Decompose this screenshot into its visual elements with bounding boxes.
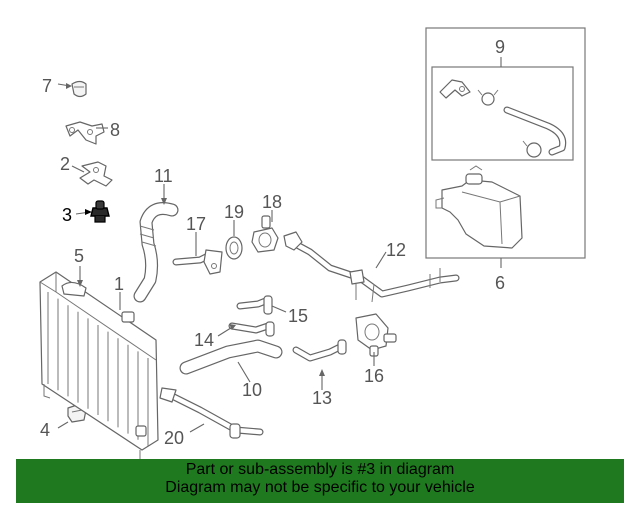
reservoir-kit-group [425, 27, 586, 268]
banner-line-2: Diagram may not be specific to your vehi… [165, 479, 475, 496]
part-18-thermostat [251, 215, 279, 253]
part-19-gasket [225, 236, 243, 260]
callout-1: 1 [114, 274, 124, 294]
info-banner: Part or sub-assembly is #3 in diagram Di… [16, 459, 624, 503]
part-20-pipe [159, 387, 264, 439]
part-10-lower-hose [179, 339, 283, 375]
part-1-radiator [39, 271, 159, 460]
callout-13: 13 [312, 388, 332, 408]
callout-9: 9 [495, 37, 505, 57]
callout-20: 20 [164, 428, 184, 448]
part-8-bracket [65, 121, 105, 145]
banner-line-1: Part or sub-assembly is #3 in diagram [185, 461, 455, 478]
callout-8: 8 [110, 120, 120, 140]
part-2-bracket [79, 161, 113, 187]
part-13-hose [292, 339, 347, 362]
callout-2: 2 [60, 154, 70, 174]
part-16-housing [355, 313, 397, 357]
callout-17: 17 [186, 214, 206, 234]
callout-11: 11 [154, 166, 173, 186]
part-14-hose [228, 321, 275, 337]
part-15-hose [236, 295, 273, 315]
callout-14: 14 [194, 330, 214, 350]
small-clamp [481, 92, 495, 106]
callout-12: 12 [386, 240, 406, 260]
callout-5: 5 [74, 246, 84, 266]
callout-labels: 7 8 2 3 11 17 19 18 5 1 4 9 6 12 15 14 1… [40, 37, 505, 448]
callout-19: 19 [224, 202, 244, 222]
callout-4: 4 [40, 420, 50, 440]
reservoir-bracket [439, 79, 471, 99]
callout-10: 10 [242, 380, 262, 400]
part-7-clip [71, 80, 87, 98]
leader-lines [57, 83, 387, 433]
part-11-upper-hose [133, 202, 179, 303]
callout-18: 18 [262, 192, 282, 212]
part-12-water-pipe [283, 231, 460, 303]
callout-15: 15 [288, 306, 308, 326]
callout-7: 7 [42, 76, 52, 96]
part-17-pipe [172, 249, 223, 275]
part-3-cap [90, 200, 110, 223]
callout-3: 3 [62, 205, 72, 225]
callout-6: 6 [495, 273, 505, 293]
callout-16: 16 [364, 366, 384, 386]
